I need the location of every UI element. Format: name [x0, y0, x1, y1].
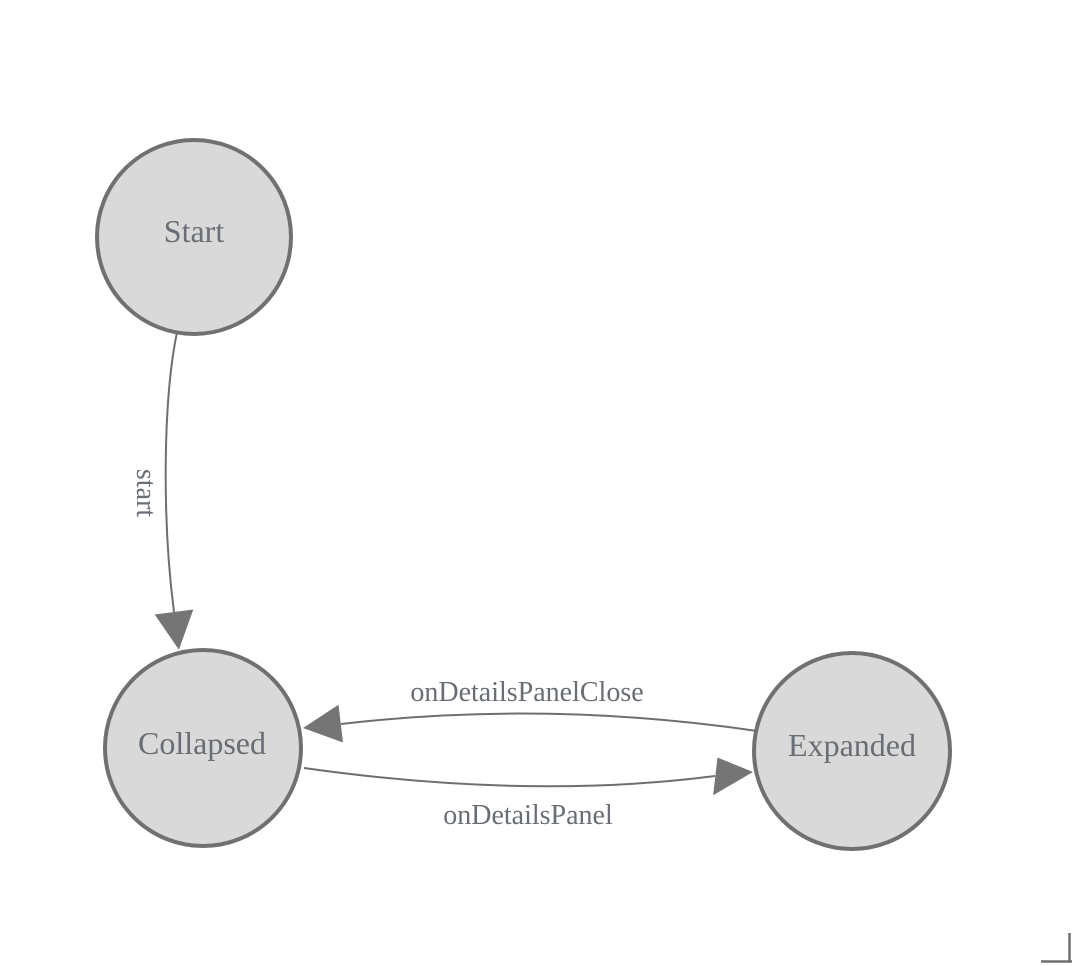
- edge-on-details-panel-close-arrowhead-icon: [303, 704, 343, 743]
- resize-corner-handle[interactable]: [1041, 933, 1072, 963]
- node-start-circle: [95, 138, 293, 336]
- edge-start-transition-label: start: [130, 469, 161, 517]
- node-start: Start: [95, 138, 293, 336]
- node-collapsed-label: Collapsed: [138, 725, 266, 761]
- node-collapsed: Collapsed: [103, 648, 303, 848]
- edge-on-details-panel: onDetailsPanel: [303, 757, 753, 831]
- edge-start-transition-arrowhead-icon: [154, 609, 194, 650]
- edge-start-transition-path: [164, 331, 178, 613]
- node-expanded: Expanded: [752, 651, 952, 851]
- node-expanded-label: Expanded: [788, 727, 916, 763]
- edge-on-details-panel-close-label: onDetailsPanelClose: [410, 677, 643, 708]
- node-start-label: Start: [164, 213, 225, 249]
- edge-on-details-panel-label: onDetailsPanel: [443, 800, 613, 831]
- node-expanded-circle: [752, 651, 952, 851]
- edge-on-details-panel-close: onDetailsPanelClose: [303, 677, 758, 743]
- edge-on-details-panel-path: [303, 767, 716, 788]
- edge-start-transition: start: [130, 331, 194, 650]
- edge-on-details-panel-close-path: [340, 712, 758, 732]
- edge-on-details-panel-arrowhead-icon: [713, 757, 753, 796]
- node-collapsed-circle: [103, 648, 303, 848]
